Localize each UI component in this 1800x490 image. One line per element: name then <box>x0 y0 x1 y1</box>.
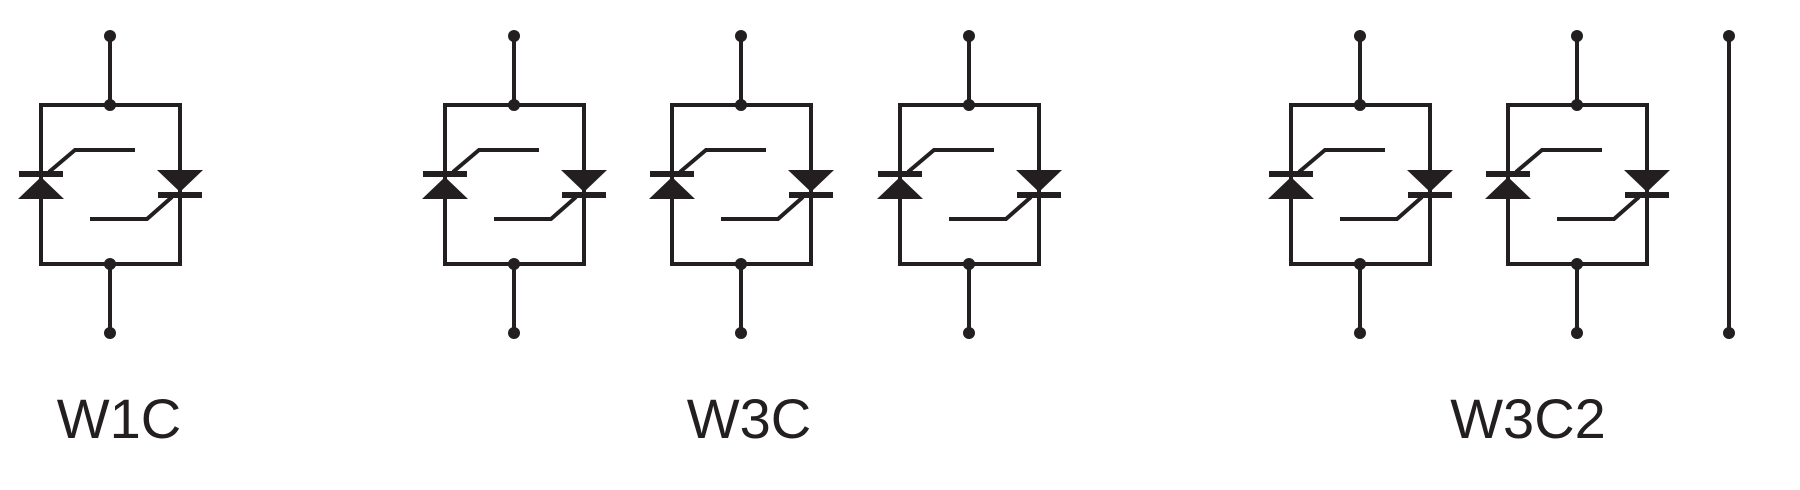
antiparallel-thyristor-module <box>877 30 1062 339</box>
thyristor-right-icon <box>157 170 203 192</box>
gate-right-wire <box>1340 195 1424 221</box>
junction-dot-icon <box>104 30 116 42</box>
antiparallel-thyristor-module <box>1485 30 1670 339</box>
junction-dot-icon <box>1723 327 1735 339</box>
antiparallel-thyristor-module <box>649 30 834 339</box>
module-frame <box>670 103 813 266</box>
junction-dot-icon <box>1354 99 1366 111</box>
thyristor-right-icon <box>1016 170 1062 192</box>
gate-left-wire <box>1297 148 1385 174</box>
junction-dot-icon <box>1571 327 1583 339</box>
thyristor-right-icon <box>1407 170 1453 192</box>
junction-dot-icon <box>1354 258 1366 270</box>
module-frame <box>443 103 586 266</box>
junction-dot-icon <box>963 327 975 339</box>
junction-dot-icon <box>735 99 747 111</box>
thyristor-right-icon <box>561 170 607 192</box>
junction-dot-icon <box>1571 258 1583 270</box>
gate-left-wire <box>906 148 994 174</box>
thyristor-left-icon <box>877 177 923 199</box>
gate-left-wire <box>451 148 539 174</box>
junction-dot-icon <box>963 99 975 111</box>
junction-dot-icon <box>508 30 520 42</box>
gate-right-wire <box>494 195 578 221</box>
junction-dot-icon <box>963 30 975 42</box>
gate-right-wire <box>949 195 1033 221</box>
gate-right-wire <box>721 195 805 221</box>
junction-dot-icon <box>735 327 747 339</box>
thyristor-left-icon <box>422 177 468 199</box>
thyristor-left-icon <box>18 177 64 199</box>
module-frame <box>39 103 182 266</box>
junction-dot-icon <box>104 327 116 339</box>
thyristor-left-icon <box>1268 177 1314 199</box>
gate-right-wire <box>90 195 174 221</box>
thyristor-right-icon <box>1624 170 1670 192</box>
thyristor-left-icon <box>1485 177 1531 199</box>
module-frame <box>898 103 1041 266</box>
junction-dot-icon <box>1571 99 1583 111</box>
thyristor-right-icon <box>788 170 834 192</box>
junction-dot-icon <box>1354 30 1366 42</box>
junction-dot-icon <box>508 99 520 111</box>
junction-dot-icon <box>963 258 975 270</box>
antiparallel-thyristor-module <box>1268 30 1453 339</box>
module-frame <box>1289 103 1432 266</box>
module-frame <box>1506 103 1649 266</box>
junction-dot-icon <box>508 327 520 339</box>
gate-right-wire <box>1557 195 1641 221</box>
label-w3c: W3C <box>686 387 812 450</box>
antiparallel-thyristor-module <box>422 30 607 339</box>
label-w3c2: W3C2 <box>1450 387 1606 450</box>
junction-dot-icon <box>735 30 747 42</box>
junction-dot-icon <box>508 258 520 270</box>
junction-dot-icon <box>104 258 116 270</box>
junction-dot-icon <box>104 99 116 111</box>
junction-dot-icon <box>735 258 747 270</box>
gate-left-wire <box>1514 148 1602 174</box>
label-w1c: W1C <box>56 387 182 450</box>
junction-dot-icon <box>1571 30 1583 42</box>
gate-left-wire <box>47 148 135 174</box>
antiparallel-thyristor-module <box>18 30 203 339</box>
junction-dot-icon <box>1354 327 1366 339</box>
gate-left-wire <box>678 148 766 174</box>
thyristor-left-icon <box>649 177 695 199</box>
junction-dot-icon <box>1723 30 1735 42</box>
